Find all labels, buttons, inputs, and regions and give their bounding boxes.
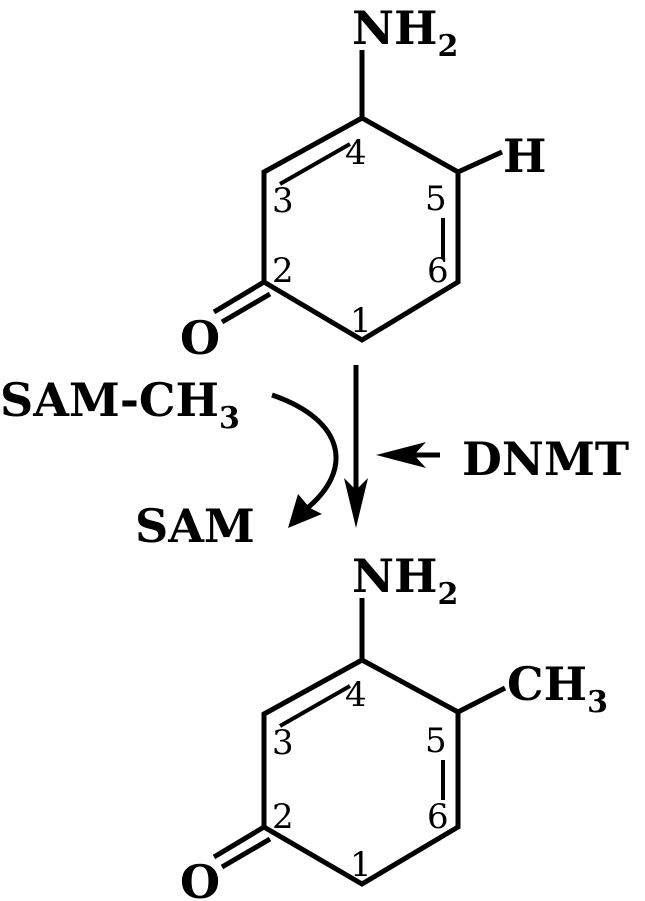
bottom-bond-c2-o-a (212, 824, 266, 860)
top-o-label: O (180, 311, 220, 365)
bottom-o-label: O (180, 855, 220, 901)
main-reaction-arrow-head (344, 478, 368, 528)
dnmt-arrow-head (376, 442, 426, 468)
bottom-pos-3: 3 (272, 723, 294, 763)
bottom-pos-4: 4 (345, 675, 367, 715)
enzyme-label: DNMT (462, 432, 629, 486)
bottom-ch3-label: CH3 (507, 657, 608, 720)
top-pos-1: 1 (350, 301, 372, 341)
top-bond-c5-h (456, 149, 504, 175)
top-pos-3: 3 (272, 181, 294, 221)
top-pos-2: 2 (272, 251, 294, 291)
reaction-arrows: SAM-CH3 SAM DNMT (0, 365, 629, 553)
sam-label: SAM (135, 499, 255, 553)
top-double-bond-c3-c4 (279, 142, 351, 186)
bottom-pos-2: 2 (272, 797, 294, 837)
bottom-pos-5: 5 (425, 721, 447, 761)
sam-curved-arrow (271, 392, 339, 512)
bottom-double-bond-c3-c4 (279, 684, 351, 728)
bottom-pos-6: 6 (427, 797, 449, 837)
top-h-label: H (503, 129, 546, 183)
top-pos-6: 6 (427, 251, 449, 291)
bottom-molecule: NH2 CH3 O 1 2 3 4 5 6 (180, 549, 608, 901)
top-molecule: NH2 H O 1 2 3 4 5 6 (180, 1, 546, 365)
bottom-nh2-label: NH2 (352, 549, 458, 612)
top-pos-4: 4 (345, 133, 367, 173)
sam-ch3-label: SAM-CH3 (0, 373, 240, 436)
sam-curved-arrow-head (288, 494, 322, 528)
top-nh2-label: NH2 (352, 1, 458, 64)
top-pos-5: 5 (425, 179, 447, 219)
top-bond-c2-o-a (212, 279, 266, 315)
bottom-pos-1: 1 (350, 845, 372, 885)
bottom-bond-c2-o-b (220, 836, 272, 870)
bottom-bond-c5-ch3 (456, 685, 507, 715)
top-bond-c2-o-b (220, 291, 272, 325)
